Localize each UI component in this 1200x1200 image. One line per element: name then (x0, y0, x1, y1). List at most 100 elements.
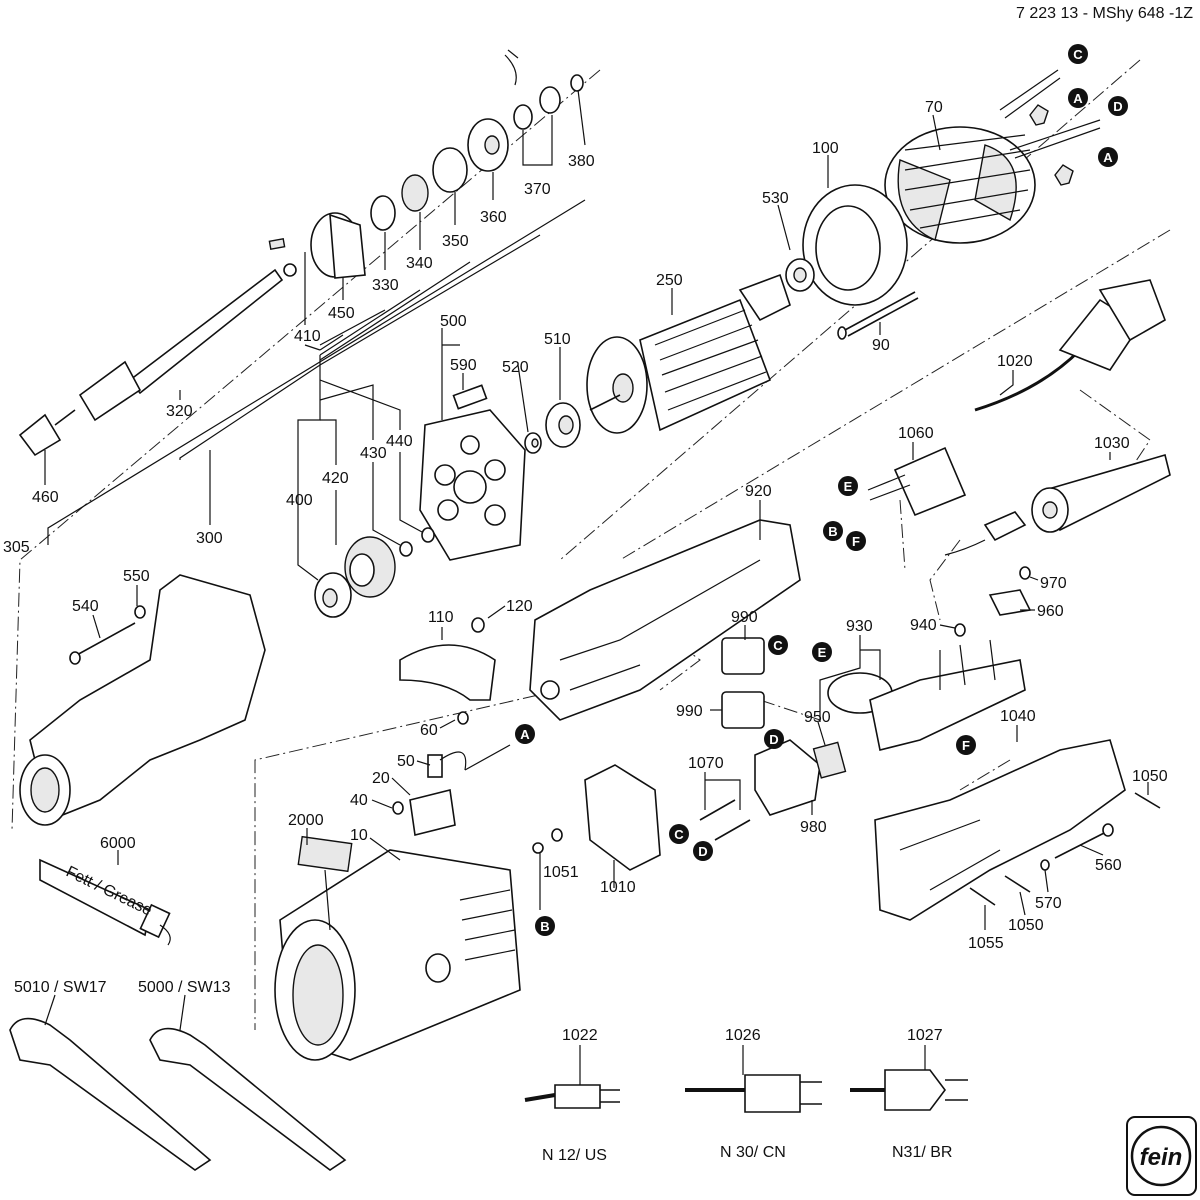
svg-text:E: E (818, 645, 827, 660)
pin-1070b-shape (714, 819, 751, 841)
label-1030: 1030 (1094, 435, 1130, 452)
bubble-f-930: F (956, 735, 976, 755)
label-530: 530 (762, 190, 789, 207)
label-970: 970 (1040, 575, 1067, 592)
plug-br-shape (850, 1069, 968, 1111)
armature-shape (586, 273, 791, 434)
svg-text:C: C (674, 827, 684, 842)
label-20: 20 (372, 770, 390, 787)
cable-1020-shape (974, 279, 1166, 412)
rotation-arrow-shape (504, 49, 519, 86)
wrench-5010-shape (9, 1017, 212, 1171)
label-1020: 1020 (997, 353, 1033, 370)
screw-60-shape (457, 711, 469, 725)
label-550: 550 (123, 568, 150, 585)
wire-a-shape (464, 744, 511, 771)
drawing-id: 7 223 13 - MShy 648 -1Z (1016, 5, 1193, 22)
label-1070: 1070 (688, 755, 724, 772)
label-1027: 1027 (907, 1027, 943, 1044)
clip-990b-shape (721, 691, 765, 729)
washer-570-shape (1040, 859, 1050, 871)
plug-captions: N 12/ US N 30/ CN N31/ BR (542, 1144, 952, 1164)
label-450: 450 (328, 305, 355, 322)
clip-990a-shape (721, 637, 765, 675)
label-2000: 2000 (288, 812, 324, 829)
washer-550-shape (134, 605, 146, 619)
gear-housing-300-shape (19, 574, 266, 826)
bracket-960-shape (988, 589, 1032, 616)
part-950-shape (812, 741, 847, 779)
label-930: 930 (846, 618, 873, 635)
wrench-5000-shape (149, 1027, 347, 1171)
svg-text:F: F (852, 534, 860, 549)
shaft-320-shape (18, 238, 297, 457)
holder-20-shape (409, 789, 456, 836)
circlip-380-shape (570, 74, 584, 92)
label-430: 430 (360, 445, 387, 462)
label-380: 380 (568, 153, 595, 170)
label-1050-right: 1050 (1132, 768, 1168, 785)
label-570: 570 (1035, 895, 1062, 912)
label-1040: 1040 (1000, 708, 1036, 725)
plug-us-shape (524, 1084, 620, 1109)
bubble-a-top: A (1068, 88, 1088, 108)
brush-wire-shape (439, 751, 467, 771)
washer-370a-shape (513, 104, 533, 130)
label-330: 330 (372, 277, 399, 294)
label-360: 360 (480, 209, 507, 226)
svg-text:D: D (698, 844, 707, 859)
label-5000: 5000 / SW13 (138, 979, 231, 996)
label-460: 460 (32, 489, 59, 506)
plate-1010-shape (584, 764, 661, 871)
label-70: 70 (925, 99, 943, 116)
bubble-b-lug: B (535, 916, 555, 936)
label-1060: 1060 (898, 425, 934, 442)
screw-560-shape (1054, 823, 1114, 859)
label-520: 520 (502, 359, 529, 376)
caption-plug-cn: N 30/ CN (720, 1144, 786, 1161)
plug-cn-shape (685, 1074, 822, 1113)
suppressor-1060-shape (867, 446, 967, 517)
svg-text:E: E (844, 479, 853, 494)
bearing-510-shape (545, 402, 581, 448)
label-50: 50 (397, 753, 415, 770)
bubble-d-top: D (1108, 96, 1128, 116)
part-520-shape (524, 432, 542, 454)
assembly-axes (11, 59, 1171, 1030)
bubble-d-990: D (764, 729, 784, 749)
brush-50-shape (427, 754, 443, 778)
label-5010: 5010 / SW17 (14, 979, 107, 996)
bubble-d-1070: D (693, 841, 713, 861)
svg-text:D: D (1113, 99, 1122, 114)
bearing-530-shape (785, 258, 815, 292)
label-590: 590 (450, 357, 477, 374)
part-shapes: Fett / Grease (9, 49, 1171, 1171)
screw-120-shape (471, 617, 485, 633)
svg-text:B: B (540, 919, 549, 934)
svg-text:A: A (1103, 150, 1113, 165)
label-1010: 1010 (600, 879, 636, 896)
screw-40-shape (392, 801, 404, 815)
washer-430-shape (399, 541, 413, 557)
screw-90-shape (837, 291, 919, 340)
label-1055: 1055 (968, 935, 1004, 952)
bubble-a-brush: A (515, 724, 535, 744)
label-305: 305 (3, 539, 30, 556)
label-110: 110 (428, 609, 454, 626)
lug-1051-shape (551, 828, 563, 842)
ring-350-shape (432, 147, 468, 193)
switch-930-shape (827, 639, 1026, 751)
label-540: 540 (72, 598, 99, 615)
screw-1050b-shape (1004, 875, 1031, 893)
motor-housing-10-shape (274, 849, 521, 1061)
label-300: 300 (196, 530, 223, 547)
label-120: 120 (506, 598, 533, 615)
label-990-bottom: 990 (676, 703, 703, 720)
label-250: 250 (656, 272, 683, 289)
label-590-shape (452, 384, 488, 410)
bubble-e-930: E (812, 642, 832, 662)
label-400: 400 (286, 492, 313, 509)
bubble-c-990: C (768, 635, 788, 655)
connection-bubbles: C A D A E B F C D E F A B C D (515, 44, 1128, 936)
label-920: 920 (745, 483, 772, 500)
